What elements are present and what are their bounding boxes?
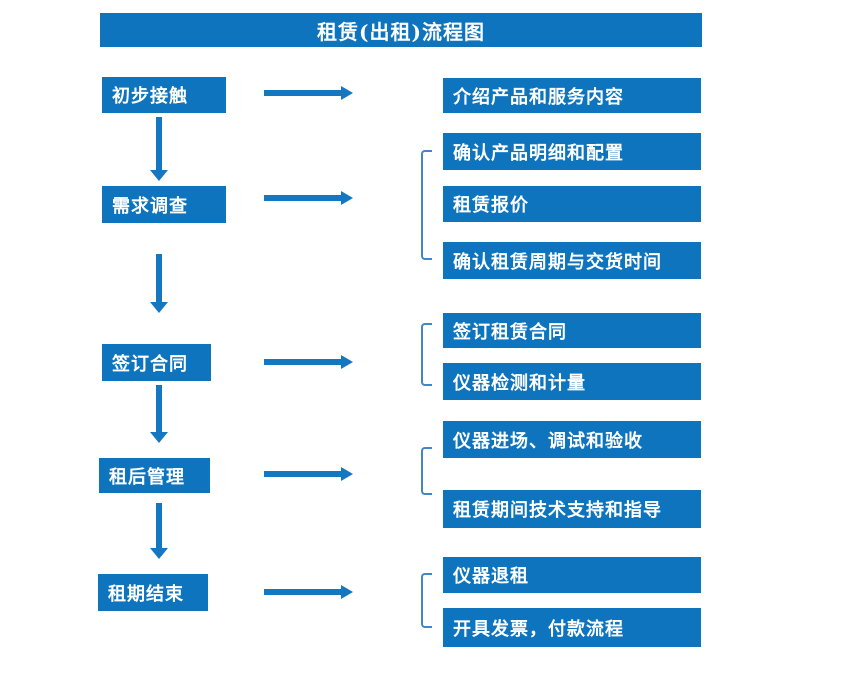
arrow-right-icon [264, 86, 353, 100]
arrow-head [341, 86, 353, 100]
arrow-head [341, 585, 353, 599]
stage-sign-contract: 签订合同 [102, 344, 211, 381]
arrow-shaft [264, 195, 342, 201]
stage-demand-survey: 需求调查 [102, 186, 226, 223]
stage-initial-contact: 初步接触 [102, 77, 226, 113]
detail-technical-support: 租赁期间技术支持和指导 [443, 490, 701, 528]
arrow-head [150, 170, 168, 181]
group-bracket-sign-contract [421, 323, 432, 386]
detail-confirm-product-config: 确认产品明细和配置 [443, 133, 701, 170]
detail-rental-quotation: 租赁报价 [443, 186, 701, 222]
detail-instrument-testing: 仪器检测和计量 [443, 363, 701, 400]
arrow-head [341, 191, 353, 205]
arrow-right-icon [264, 191, 353, 205]
arrow-shaft [156, 117, 162, 171]
detail-invoice-payment: 开具发票，付款流程 [443, 608, 701, 647]
arrow-head [150, 432, 168, 443]
arrow-shaft [156, 503, 162, 549]
page-title: 租赁(出租)流程图 [100, 13, 702, 47]
arrow-head [341, 467, 353, 481]
detail-introduce-products: 介绍产品和服务内容 [443, 78, 701, 113]
arrow-shaft [264, 359, 342, 365]
arrow-down-icon [150, 254, 168, 313]
arrow-shaft [264, 589, 342, 595]
group-bracket-post-rental [421, 447, 432, 495]
arrow-down-icon [150, 385, 168, 443]
stage-post-rental-management: 租后管理 [99, 458, 210, 493]
detail-sign-rental-contract: 签订租赁合同 [443, 313, 701, 348]
stage-rental-end: 租期结束 [98, 574, 208, 611]
arrow-head [341, 355, 353, 369]
arrow-right-icon [264, 585, 353, 599]
group-bracket-rental-end [421, 573, 432, 628]
arrow-head [150, 302, 168, 313]
detail-confirm-period-delivery: 确认租赁周期与交货时间 [443, 242, 701, 279]
arrow-shaft [264, 90, 342, 96]
detail-instrument-return: 仪器退租 [443, 557, 701, 593]
group-bracket-demand-survey [421, 150, 432, 260]
arrow-right-icon [264, 355, 353, 369]
arrow-down-icon [150, 117, 168, 181]
arrow-down-icon [150, 503, 168, 559]
arrow-head [150, 548, 168, 559]
arrow-shaft [156, 254, 162, 303]
arrow-right-icon [264, 467, 353, 481]
arrow-shaft [156, 385, 162, 433]
detail-instrument-setup-acceptance: 仪器进场、调试和验收 [443, 421, 701, 458]
arrow-shaft [264, 471, 342, 477]
